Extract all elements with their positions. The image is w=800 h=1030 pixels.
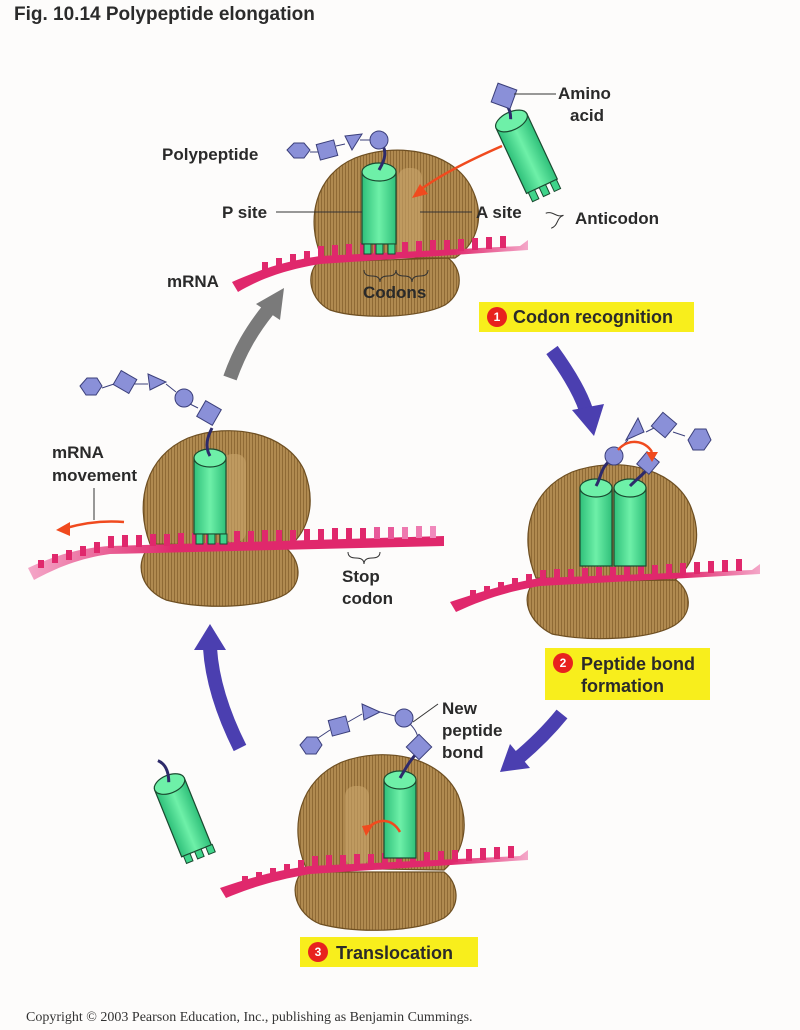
mrna-movement-label-line2: movement bbox=[52, 466, 137, 485]
mrna-strand-left bbox=[28, 536, 444, 580]
mrna-bases-step2 bbox=[470, 559, 742, 598]
trna-a-site-step2 bbox=[613, 467, 650, 567]
anticodon-label: Anticodon bbox=[575, 209, 659, 228]
peptide-transfer-arrow bbox=[617, 440, 654, 453]
cycle-arrow-1-to-2 bbox=[546, 345, 593, 413]
p-site-label: P site bbox=[222, 203, 267, 222]
trna-a-site-step3 bbox=[383, 750, 420, 859]
stop-codon-label-line2: codon bbox=[342, 589, 393, 608]
new-peptide-bond-label-line3: bond bbox=[442, 743, 484, 762]
trna-p-site-left bbox=[193, 427, 228, 545]
ribosome-small-subunit bbox=[310, 257, 460, 317]
released-trna bbox=[153, 759, 216, 865]
mrna-bases-step1 bbox=[262, 236, 506, 270]
copyright-notice: Copyright © 2003 Pearson Education, Inc.… bbox=[26, 1010, 473, 1025]
new-peptide-bond-label-line2: peptide bbox=[442, 721, 502, 740]
amino-acid-label-line1: Amino bbox=[558, 84, 611, 103]
step2-label-line1: Peptide bond bbox=[581, 654, 695, 674]
svg-text:3: 3 bbox=[315, 945, 322, 959]
step2-number-badge bbox=[553, 653, 573, 673]
mrna-movement-label-line1: mRNA bbox=[52, 443, 104, 462]
mrna-strand-step2 bbox=[450, 564, 760, 612]
return-arrow-to-step1 bbox=[223, 305, 274, 381]
step1-label: Codon recognition bbox=[513, 307, 673, 327]
step1-callout: 1 Codon recognition bbox=[479, 302, 694, 332]
codons-label: Codons bbox=[363, 283, 426, 302]
polypeptide-chain-left bbox=[79, 369, 222, 426]
a-site-label: A site bbox=[476, 203, 522, 222]
step3-callout: 3 Translocation bbox=[300, 937, 478, 967]
ribosome-left bbox=[140, 430, 311, 607]
svg-text:1: 1 bbox=[494, 310, 501, 324]
step1-number-badge bbox=[487, 307, 507, 327]
incoming-trna bbox=[495, 98, 562, 203]
mrna-strand-step3 bbox=[220, 850, 528, 898]
cycle-arrow-2-to-3 bbox=[511, 709, 568, 766]
step2-label-line2: formation bbox=[581, 676, 664, 696]
trna-entry-arrowhead bbox=[412, 184, 428, 198]
cycle-arrow-3-to-left bbox=[203, 647, 247, 752]
figure-title: Fig. 10.14 Polypeptide elongation bbox=[14, 4, 315, 25]
mrna-label: mRNA bbox=[167, 272, 219, 291]
empty-a-site bbox=[345, 786, 369, 866]
step2-callout: 2 Peptide bond formation bbox=[545, 648, 710, 700]
polypeptide-chain-step1 bbox=[286, 130, 389, 161]
trna-p-site-step2 bbox=[579, 456, 615, 567]
amino-acid-label-line2: acid bbox=[570, 106, 604, 125]
ribosome-step3 bbox=[294, 754, 465, 931]
svg-text:2: 2 bbox=[560, 656, 567, 670]
amino-acid-incoming bbox=[490, 82, 518, 110]
mrna-movement-arrow bbox=[65, 520, 125, 530]
a-site-groove bbox=[398, 168, 422, 258]
polypeptide-label: Polypeptide bbox=[162, 145, 258, 164]
new-peptide-bond-label-line1: New bbox=[442, 699, 478, 718]
step3-label: Translocation bbox=[336, 943, 453, 963]
mrna-strand-step1 bbox=[232, 240, 528, 292]
trna-entry-arrow bbox=[419, 144, 503, 192]
stop-codon-label-line1: Stop bbox=[342, 567, 380, 586]
trna-p-site-step1 bbox=[361, 140, 397, 255]
polypeptide-chain-step3 bbox=[299, 703, 433, 761]
step3-number-badge bbox=[308, 942, 328, 962]
